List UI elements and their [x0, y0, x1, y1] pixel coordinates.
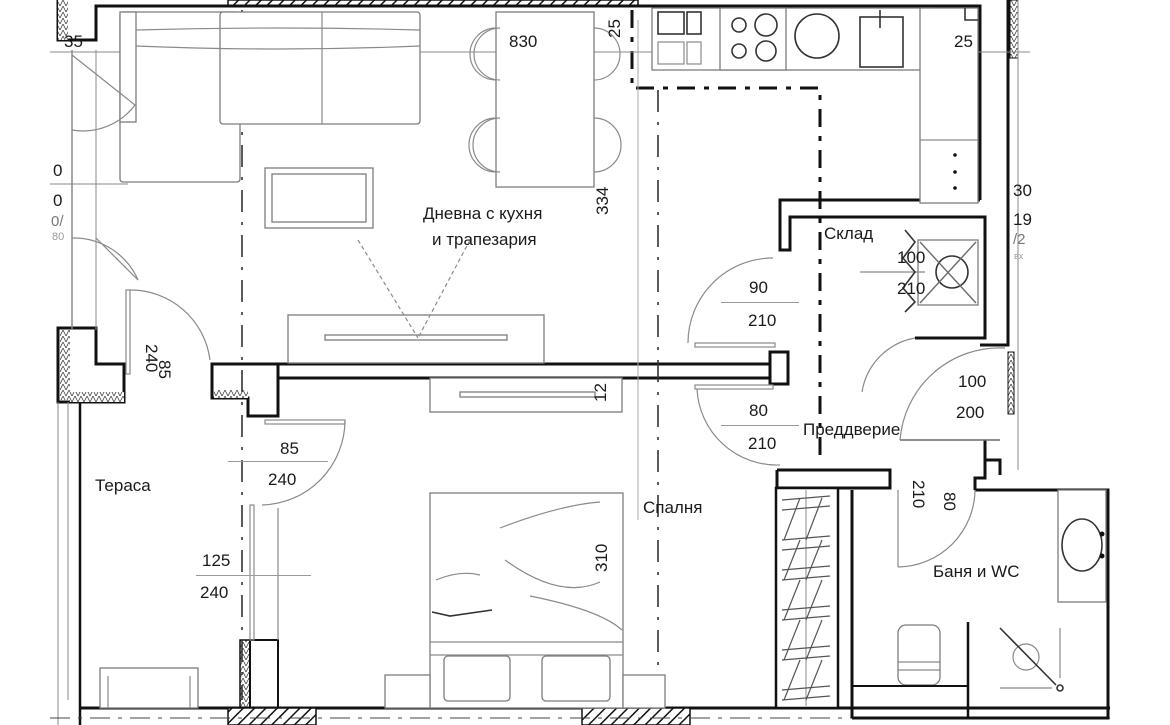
- room-label-storage: Склад: [824, 224, 874, 243]
- boiler: [860, 229, 979, 313]
- dim-edge-right-b: 19: [1013, 210, 1032, 229]
- dim-edge-right-c: /2: [1013, 231, 1026, 248]
- coffee-table: [264, 167, 374, 229]
- bed: [384, 492, 666, 709]
- bathroom-fixtures: [852, 489, 1107, 718]
- dim-top-left-corner: 35: [64, 32, 83, 51]
- kitchen-storage-walls: [630, 10, 1110, 720]
- dim-edge-right-a: 30: [1013, 181, 1032, 200]
- terrace-bench: [99, 667, 199, 709]
- dim-edge-left-d: 80: [52, 231, 65, 243]
- dim-partition-thickness: 12: [591, 383, 610, 402]
- room-label-hallway: Преддверие: [803, 420, 901, 439]
- bathroom-door-width: 80: [940, 492, 959, 511]
- dim-edge-right-d: вх: [1014, 251, 1024, 261]
- dim-living-width: 830: [509, 32, 538, 51]
- bathroom-door-height: 210: [909, 480, 928, 509]
- dim-living-depth: 334: [593, 186, 612, 215]
- living-door-height: 210: [748, 311, 777, 330]
- dim-kitchen-right-offset: 25: [954, 32, 973, 51]
- terrace-door-lower-width: 85: [280, 439, 299, 458]
- storage-door-height: 210: [897, 279, 926, 298]
- divider: [228, 461, 328, 462]
- dim-edge-left-b: 0: [53, 191, 63, 210]
- room-label-living-2: и трапезария: [432, 230, 537, 249]
- dim-living-top-offset: 25: [605, 19, 624, 38]
- sofa: [119, 11, 421, 183]
- room-label-terrace: Тераса: [95, 476, 151, 495]
- storage-door-width: 100: [897, 248, 926, 267]
- living-door-width: 90: [749, 278, 768, 297]
- terrace-door-upper-height: 240: [142, 344, 161, 373]
- room-label-bathroom: Баня и WC: [933, 562, 1020, 581]
- bedroom-tv-unit: [429, 377, 623, 413]
- tv-unit: [287, 239, 545, 364]
- dim-bedroom-depth: 310: [592, 543, 611, 572]
- exterior-walls: [50, 0, 1110, 725]
- entrance-door-width: 100: [958, 372, 987, 391]
- dining-table: [468, 11, 622, 188]
- door-swings: [71, 54, 1015, 641]
- kitchen-counter: [651, 7, 979, 204]
- divider: [721, 302, 799, 303]
- dim-edge-left-a: 0: [53, 161, 63, 180]
- wardrobe: [781, 495, 831, 701]
- dim-edge-left-c: 0/: [51, 213, 64, 230]
- divider: [721, 425, 799, 426]
- terrace-window-height: 240: [200, 583, 229, 602]
- room-label-bedroom: Спалня: [643, 498, 703, 517]
- room-label-living: Дневна с кухня: [423, 204, 543, 223]
- terrace-door-lower-height: 240: [268, 470, 297, 489]
- entrance-door-height: 200: [956, 403, 985, 422]
- divider: [196, 575, 311, 576]
- bedroom-door-height: 210: [748, 434, 777, 453]
- terrace-window-width: 125: [202, 551, 231, 570]
- bedroom-door-width: 80: [749, 401, 768, 420]
